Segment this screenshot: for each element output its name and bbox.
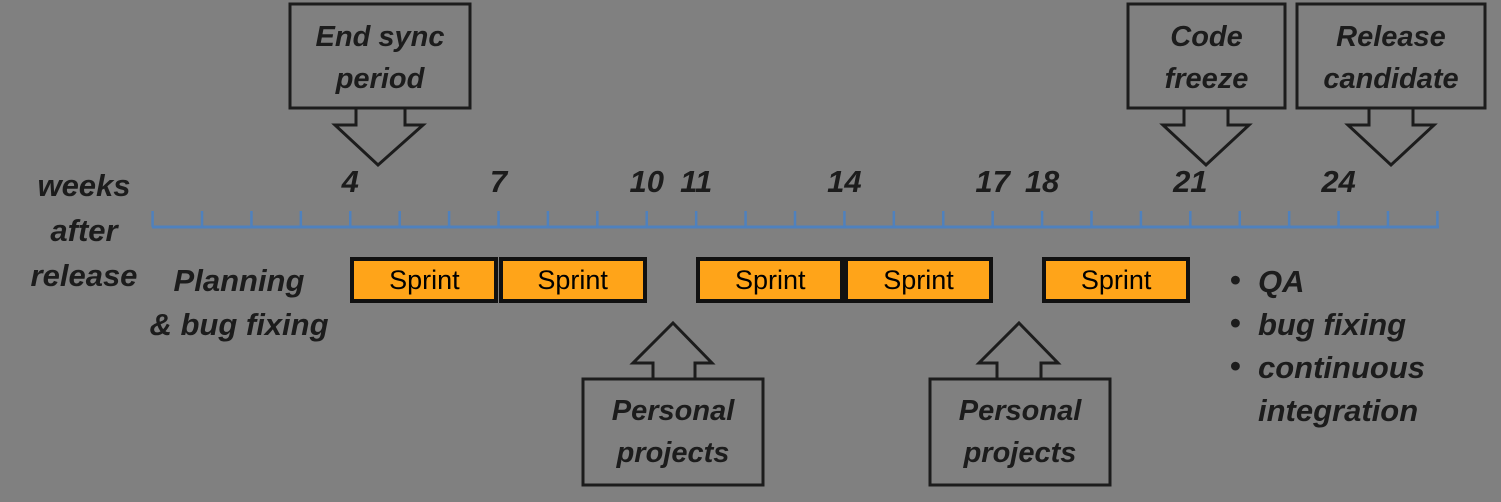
callout-release-candidate-label: Release candidate (1297, 16, 1485, 100)
planning-phase-line: Planning (173, 263, 305, 298)
down-arrow-icon (1159, 105, 1253, 168)
callout-line: freeze (1164, 63, 1249, 95)
week-label: 7 (489, 164, 508, 199)
sprint-label: Sprint (537, 264, 608, 295)
sprint-box: Sprint (696, 257, 845, 303)
callout-line: Personal (611, 395, 735, 427)
week-label: 14 (827, 164, 862, 199)
callout-line: Personal (958, 395, 1082, 427)
callout-end-sync-period (288, 2, 472, 168)
list-item: QA (1222, 258, 1484, 303)
sprint-label: Sprint (389, 264, 460, 295)
week-label: 11 (680, 164, 713, 199)
axis-caption-line: weeks (37, 168, 131, 203)
callout-line: Release (1336, 21, 1446, 53)
down-arrow-icon (331, 105, 427, 168)
up-arrow-icon (629, 320, 716, 384)
callout-line: Code (1170, 21, 1243, 53)
axis-caption-line: after (50, 213, 118, 248)
callout-personal-projects-2 (928, 320, 1112, 487)
callout-line: period (335, 63, 425, 95)
callout-code-freeze-label: Code freeze (1128, 16, 1285, 100)
callout-line: projects (963, 437, 1077, 469)
week-label: 21 (1173, 164, 1208, 199)
sprint-box: Sprint (350, 257, 499, 303)
callout-personal-projects-1 (581, 320, 765, 487)
week-label: 17 (975, 164, 1010, 199)
callout-line: candidate (1323, 63, 1459, 95)
sprint-box: Sprint (1042, 257, 1191, 303)
callout-box (1295, 2, 1487, 110)
callout-end-sync-label: End sync period (290, 16, 470, 100)
week-label: 24 (1321, 164, 1356, 199)
callout-personal-projects-1-label: Personal projects (583, 390, 763, 474)
sprint-label: Sprint (883, 264, 954, 295)
callout-box (288, 2, 472, 110)
callout-release-candidate (1295, 2, 1487, 168)
callout-personal-projects-2-label: Personal projects (930, 390, 1110, 474)
axis-caption-line: release (30, 258, 138, 293)
callout-box (928, 377, 1112, 487)
week-label: 10 (629, 164, 664, 199)
callout-box (581, 377, 765, 487)
week-label: 18 (1024, 164, 1060, 199)
timeline-axis (151, 211, 1439, 229)
list-item: bug fixing (1222, 301, 1484, 346)
sprint-label: Sprint (1080, 264, 1152, 295)
callout-line: End sync (315, 21, 445, 53)
callout-line: projects (616, 437, 730, 469)
up-arrow-icon (975, 320, 1062, 384)
sprint-box: Sprint (844, 257, 993, 303)
week-label: 4 (341, 164, 359, 199)
axis-caption: weeks after release (8, 163, 160, 298)
sprint-label: Sprint (735, 264, 806, 295)
final-phase-bullet-list: QA bug fixing continuous integration (1222, 258, 1484, 432)
callout-code-freeze (1126, 2, 1287, 168)
timeline-ticks (151, 211, 1439, 227)
down-arrow-icon (1344, 105, 1438, 168)
sprint-box: Sprint (498, 257, 647, 303)
planning-phase-line: & bug fixing (149, 307, 329, 342)
list-item: continuous integration (1222, 344, 1484, 432)
planning-phase-label: Planning & bug fixing (118, 259, 360, 347)
callout-box (1126, 2, 1287, 110)
